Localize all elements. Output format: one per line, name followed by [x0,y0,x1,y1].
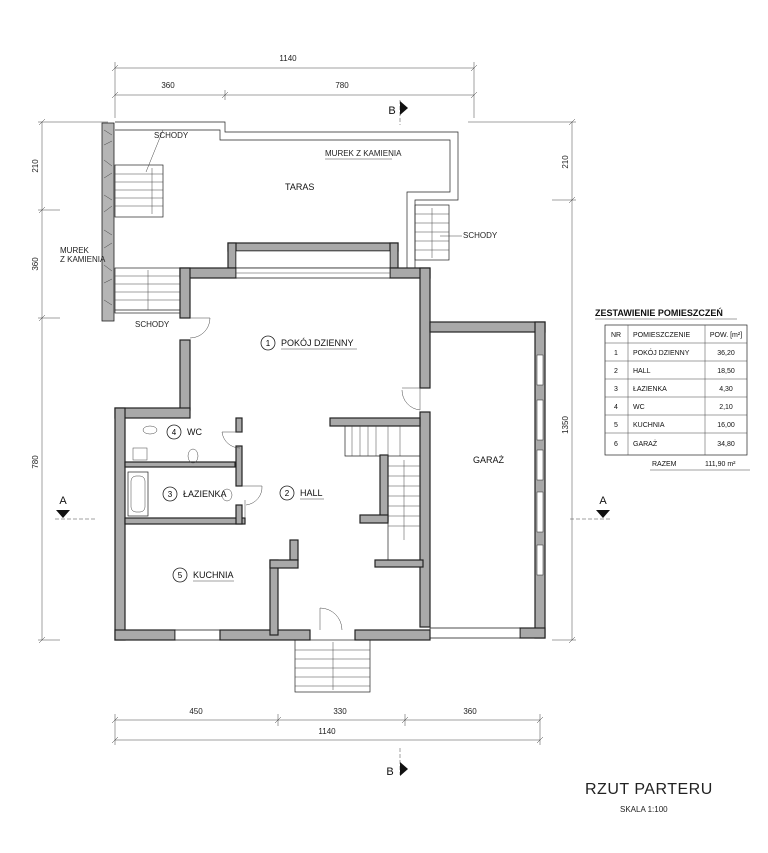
building-walls [114,267,546,641]
stairs-top-left [114,129,164,218]
svg-text:HALL: HALL [300,488,323,498]
entrance-stairs [294,639,371,693]
svg-text:POKÓJ DZIENNY: POKÓJ DZIENNY [633,348,690,357]
drawing-scale: SKALA 1:100 [620,805,668,814]
room-label-1: 1 POKÓJ DZIENNY [260,335,357,351]
svg-text:5: 5 [178,571,183,580]
svg-text:18,50: 18,50 [717,368,735,375]
room-schedule-table: ZESTAWIENIE POMIESZCZEŃ NR POMIESZCZENIE… [595,308,750,471]
svg-text:2,10: 2,10 [719,404,733,411]
bottom-dimensions: 450 330 360 1140 [111,707,544,745]
svg-text:34,80: 34,80 [717,441,735,448]
internal-stairs [344,426,421,561]
section-mark-b-top: B [388,100,408,125]
svg-text:A: A [59,495,67,507]
table-header: POW. [m²] [710,332,742,339]
label-murek-left-1: MUREK [60,246,90,255]
dim-left-1: 210 [31,159,40,173]
label-murek-left-2: Z KAMIENIA [60,255,106,264]
stairs-left-lower [114,267,182,314]
svg-text:B: B [388,105,395,117]
room-label-3: 3 ŁAZIENKA [162,486,227,502]
section-mark-b-bottom: B [386,748,408,778]
svg-text:ŁAZIENKA: ŁAZIENKA [633,386,667,393]
room-label-4: 4 WC [166,424,202,440]
svg-text:3: 3 [168,490,173,499]
svg-text:1: 1 [614,350,618,357]
svg-text:POKÓJ DZIENNY: POKÓJ DZIENNY [281,338,354,348]
dim-top-right: 780 [335,81,349,90]
top-dimensions: 1140 360 780 [111,54,478,118]
section-mark-a-right: A [570,495,610,520]
dim-left-2: 360 [31,257,40,271]
left-dimensions: 210 360 780 [31,118,108,644]
svg-text:1: 1 [266,339,271,348]
table-row: 4 WC 2,10 [614,404,733,411]
svg-text:ŁAZIENKA: ŁAZIENKA [183,489,227,499]
dim-right-1: 210 [561,155,570,169]
svg-text:16,00: 16,00 [717,422,735,429]
svg-text:4: 4 [172,428,177,437]
terrace-outline [115,121,459,311]
table-row: 1 POKÓJ DZIENNY 36,20 [614,348,735,357]
dim-bottom-2: 330 [333,707,347,716]
dim-bottom-3: 360 [463,707,477,716]
svg-text:B: B [386,766,393,778]
dim-bottom-1: 450 [189,707,203,716]
dim-top-total: 1140 [279,54,297,63]
svg-text:4: 4 [614,404,618,411]
table-total-label: RAZEM [652,461,677,468]
section-mark-a-left: A [55,495,95,520]
table-row: 5 KUCHNIA 16,00 [614,422,735,429]
label-schody-left: SCHODY [135,320,170,329]
svg-text:WC: WC [187,427,202,437]
label-garaz: GARAŻ [473,455,505,465]
label-taras: TARAS [285,182,314,192]
svg-text:3: 3 [614,386,618,393]
table-header: NR [611,332,621,339]
bath-fixtures [127,425,233,517]
room-label-5: 5 KUCHNIA [172,567,234,583]
table-title: ZESTAWIENIE POMIESZCZEŃ [595,308,723,318]
svg-text:A: A [599,495,607,507]
doors [189,317,421,631]
svg-text:KUCHNIA: KUCHNIA [193,570,234,580]
stairs-right [414,204,462,261]
svg-text:HALL: HALL [633,368,651,375]
table-row: 6 GARAŻ 34,80 [614,439,735,448]
table-total-value: 111,90 m² [705,461,736,468]
label-schody-right: SCHODY [463,231,498,240]
dim-left-3: 780 [31,455,40,469]
dim-right-2: 1350 [561,416,570,434]
right-dimensions: 210 1350 [468,118,576,644]
svg-text:2: 2 [285,489,290,498]
svg-text:GARAŻ: GARAŻ [633,439,658,448]
terrace-parapet [227,242,399,269]
svg-text:KUCHNIA: KUCHNIA [633,422,665,429]
table-row: 2 HALL 18,50 [614,368,735,375]
svg-text:5: 5 [614,422,618,429]
table-row: 3 ŁAZIENKA 4,30 [614,386,733,393]
stone-wall-left [101,122,115,322]
svg-text:4,30: 4,30 [719,386,733,393]
label-murek-top: MUREK Z KAMIENIA [325,149,402,158]
dim-bottom-total: 1140 [318,727,336,736]
svg-text:36,20: 36,20 [717,350,735,357]
svg-text:2: 2 [614,368,618,375]
svg-text:WC: WC [633,404,645,411]
label-schody-top: SCHODY [154,131,189,140]
drawing-title: RZUT PARTERU [585,781,713,798]
room-label-2: 2 HALL [279,485,324,501]
dim-top-left: 360 [161,81,175,90]
table-header: POMIESZCZENIE [633,332,691,339]
svg-text:6: 6 [614,441,618,448]
